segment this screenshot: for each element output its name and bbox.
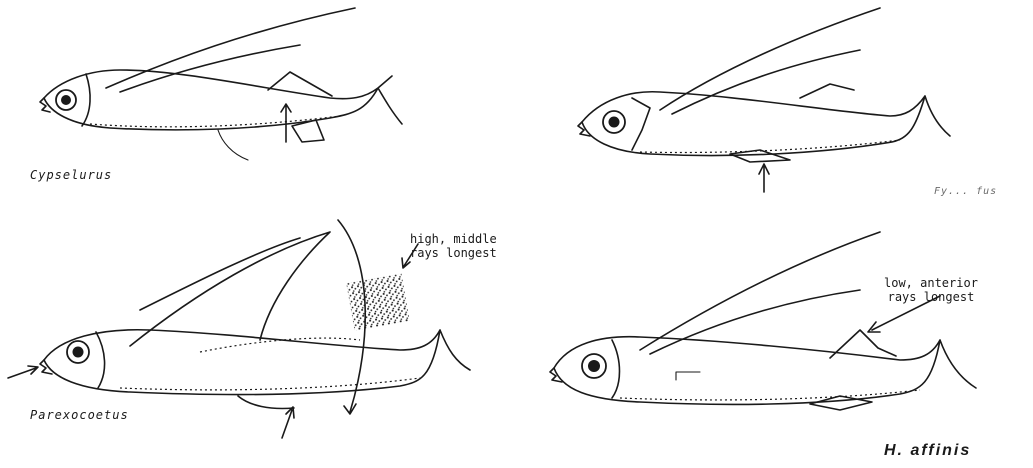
fish-cypselurus	[40, 8, 402, 160]
cypselurus-pupil	[61, 95, 71, 105]
parexocoetus-bottom-arrow	[282, 407, 294, 438]
haffinis-body-outline	[554, 337, 976, 405]
cypselurus-vertical-arrow	[281, 104, 291, 142]
cypselurus-pectoral-fin	[106, 8, 355, 92]
parexocoetus-gill	[96, 332, 105, 388]
cypselurus-gill	[82, 74, 90, 126]
parexocoetus-stippled-dorsal-fin	[346, 274, 409, 331]
label-parexocoetus: Parexocoetus	[30, 408, 129, 422]
cypselurus-body-outline	[44, 70, 402, 130]
topright-pectoral-fin	[660, 8, 880, 114]
annotation-high-middle: high, middle rays longest	[410, 232, 497, 260]
annotation-high-middle-line-1: high, middle	[410, 232, 497, 246]
parexocoetus-pectoral-fin	[130, 232, 330, 346]
haffinis-dorsal-fin	[830, 330, 896, 358]
parexocoetus-left-arrow	[8, 366, 38, 378]
topright-dorsal-fin	[800, 84, 854, 98]
parexocoetus-mouth	[40, 360, 52, 374]
parexocoetus-pupil	[73, 347, 84, 358]
cypselurus-lower-fin	[218, 130, 248, 160]
haffinis-pectoral-fin	[640, 232, 880, 354]
annotation-high-middle-line-2: rays longest	[410, 246, 497, 260]
haffinis-body-mark	[676, 372, 700, 380]
fish-top-right	[578, 8, 950, 192]
haffinis-mouth	[550, 368, 562, 382]
label-cypselurus: Cypselurus	[30, 168, 112, 182]
topright-pupil	[609, 117, 620, 128]
parexocoetus-body-outline	[44, 330, 470, 395]
label-faint-species: Fy... fus	[934, 186, 997, 197]
cypselurus-dorsal-fin	[268, 72, 332, 96]
haffinis-pupil	[588, 360, 600, 372]
label-h-affinis: H. affinis	[884, 442, 971, 460]
annotation-low-anterior-line-1: low, anterior	[884, 276, 978, 290]
topright-up-arrow	[759, 164, 769, 192]
annotation-low-anterior-line-2: rays longest	[884, 290, 978, 304]
fish-parexocoetus	[8, 220, 470, 438]
annotation-low-anterior: low, anterior rays longest	[884, 276, 978, 304]
parexocoetus-pelvic-fin	[238, 396, 294, 409]
haffinis-lateral-line	[620, 390, 920, 400]
haffinis-gill	[612, 340, 620, 398]
topright-mouth	[578, 122, 590, 136]
topright-gill	[632, 98, 650, 150]
fish-h-affinis	[550, 232, 976, 410]
